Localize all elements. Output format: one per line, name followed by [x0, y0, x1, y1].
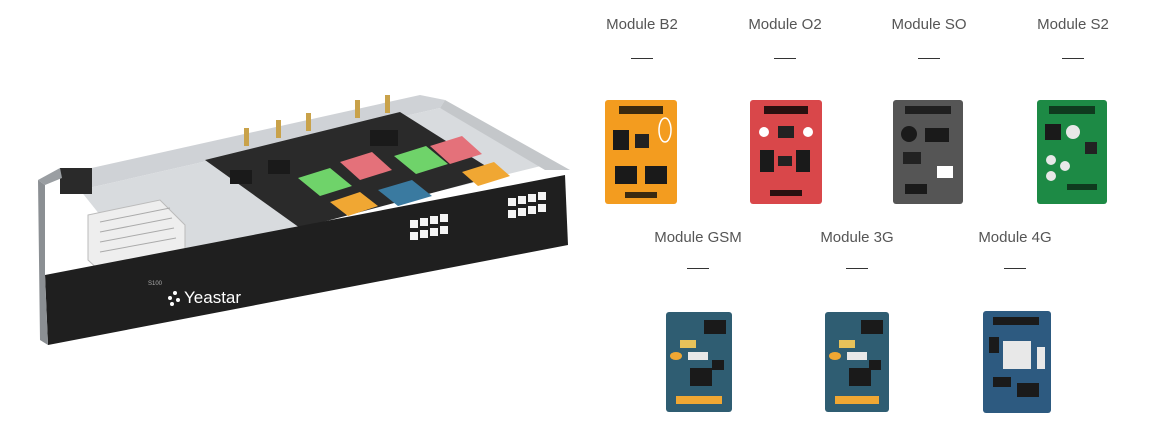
module-gsm-divider	[687, 268, 709, 269]
module-o2-divider	[774, 58, 796, 59]
module-s2-label: Module S2	[1037, 16, 1109, 33]
module-so-divider	[918, 58, 940, 59]
module-so-label: Module SO	[891, 16, 967, 33]
module-4g-image	[983, 311, 1051, 413]
device-model: S100	[148, 281, 163, 287]
module-3g-label: Module 3G	[820, 229, 894, 246]
module-gsm-label: Module GSM	[654, 229, 742, 246]
module-b2-divider	[631, 58, 653, 59]
yeastar-logo-icon	[168, 291, 180, 306]
module-o2-label: Module O2	[748, 16, 822, 33]
module-4g-label: Module 4G	[978, 229, 1052, 246]
module-s2-image	[1037, 100, 1107, 204]
module-gsm-image	[666, 312, 732, 412]
module-3g-divider	[846, 268, 868, 269]
module-3g-image	[825, 312, 889, 412]
module-so-image	[893, 100, 963, 204]
module-b2-image	[605, 100, 677, 204]
module-s2-divider	[1062, 58, 1084, 59]
device-image: Yeastar S100	[38, 95, 570, 345]
module-o2-image	[750, 100, 822, 204]
module-4g-divider	[1004, 268, 1026, 269]
module-b2-label: Module B2	[606, 16, 678, 33]
device-brand: Yeastar	[184, 288, 241, 307]
